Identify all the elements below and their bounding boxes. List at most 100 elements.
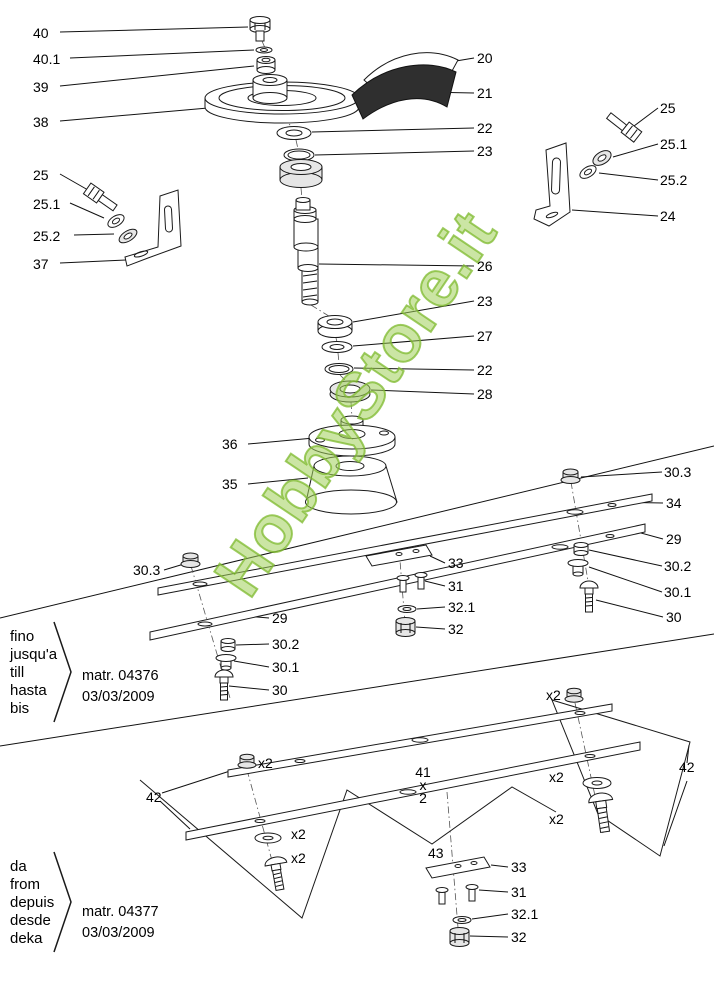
callout-25-right: 25 — [660, 100, 676, 116]
serial-bottom-date: 03/03/2009 — [82, 925, 155, 941]
callout-25-1-right: 25.1 — [660, 136, 688, 152]
callout-30-3-right: 30.3 — [664, 464, 692, 480]
callout-43: 43 — [428, 845, 444, 861]
nut-32-bottom — [449, 927, 470, 947]
blade-bar-41-lower — [185, 741, 641, 841]
housing-35 — [305, 455, 398, 515]
serial-bottom-word-1: da — [10, 858, 27, 875]
serial-top-word-5: bis — [10, 700, 30, 717]
washer-25-2-right — [579, 165, 597, 179]
lower-section-outline — [139, 779, 557, 919]
washer-25-1-left — [107, 214, 125, 228]
hub-39 — [256, 56, 276, 74]
bolt-x2-right — [588, 792, 614, 833]
pulley-38 — [204, 74, 360, 124]
serial-top-matricola: matr. 04376 03/03/2009 — [82, 666, 159, 708]
blade-bar-41-upper — [227, 703, 613, 778]
callout-29-left: 29 — [272, 610, 288, 626]
axis-lines — [190, 40, 604, 941]
serial-bottom-matr-number: matr. 04377 — [82, 904, 159, 920]
washer-25-1-right — [592, 150, 612, 166]
bolts-31-mid — [396, 572, 428, 593]
washer-x2-left — [254, 832, 282, 844]
washer-25-2-left — [118, 228, 138, 244]
callout-33-bottom: 33 — [511, 859, 527, 875]
callout-x2-nut-right: x2 — [546, 687, 561, 703]
callout-30-2-left: 30.2 — [272, 636, 300, 652]
bolt-30-right — [579, 580, 599, 613]
callout-x2-washer-left: x2 — [291, 826, 306, 842]
bolts-31-bottom — [435, 884, 479, 905]
bracket-24 — [533, 142, 571, 227]
callout-30-right: 30 — [666, 609, 682, 625]
callout-22-bottom: 22 — [477, 362, 493, 378]
callout-36: 36 — [222, 436, 238, 452]
bolt-30-left — [214, 669, 234, 701]
callout-30-1-left: 30.1 — [272, 659, 300, 675]
snap-ring-22-bottom — [324, 363, 354, 375]
serial-bottom-word-5: deka — [10, 930, 43, 947]
nut-30-3-left — [180, 552, 201, 568]
callout-x2-bolt-right: x2 — [549, 811, 564, 827]
callout-30-left: 30 — [272, 682, 288, 698]
bushing-30-1-right — [567, 559, 589, 577]
callout-31-bottom: 31 — [511, 884, 527, 900]
callout-34: 34 — [666, 495, 682, 511]
washer-40-1 — [255, 46, 273, 54]
callout-32-bottom: 32 — [511, 929, 527, 945]
callout-37: 37 — [33, 256, 49, 272]
spindle-26 — [293, 197, 319, 306]
washer-32-1-mid — [397, 605, 417, 613]
leader-lines — [59, 26, 690, 938]
bolt-40 — [249, 16, 271, 42]
plate-33-mid — [365, 544, 433, 567]
plate-33-bottom — [425, 856, 491, 879]
callout-40-1: 40.1 — [33, 51, 61, 67]
callout-32-1-bottom: 32.1 — [511, 906, 539, 922]
belt-21 — [351, 64, 457, 120]
callout-40: 40 — [33, 25, 49, 41]
bolt-x2-left — [264, 856, 288, 892]
blade-bar-34 — [157, 493, 653, 596]
callout-33-mid: 33 — [448, 555, 464, 571]
callout-31-mid: 31 — [448, 578, 464, 594]
bolt-25-left — [82, 182, 118, 212]
bushing-30-1-left — [215, 654, 237, 671]
nut-x2-right — [564, 687, 584, 703]
callout-32-1-mid: 32.1 — [448, 599, 476, 615]
callout-42-right: 42 — [679, 759, 695, 775]
section-divider-lines — [0, 445, 714, 747]
callout-30-2-right: 30.2 — [664, 558, 692, 574]
nut-x2-left — [237, 753, 257, 769]
callout-25-left: 25 — [33, 167, 49, 183]
callout-23-bottom: 23 — [477, 293, 493, 309]
bracket-37 — [124, 189, 182, 267]
spacer-30-2-right — [573, 542, 589, 556]
callout-27: 27 — [477, 328, 493, 344]
washer-32-1-bottom — [452, 916, 472, 924]
nut-30-3-right — [560, 468, 581, 484]
flange-housing-36 — [308, 415, 396, 457]
callout-29-right: 29 — [666, 531, 682, 547]
callout-x2-nut-left: x2 — [258, 755, 273, 771]
panel-42-right — [551, 699, 691, 857]
callout-28: 28 — [477, 386, 493, 402]
callout-35: 35 — [222, 476, 238, 492]
callout-42-left: 42 — [146, 789, 162, 805]
callout-x2-washer-right: x2 — [549, 769, 564, 785]
serial-bracket-bottom — [53, 851, 72, 953]
callout-20: 20 — [477, 50, 493, 66]
washer-27 — [321, 341, 353, 353]
callout-39: 39 — [33, 79, 49, 95]
bearing-upper — [279, 159, 323, 188]
nut-32-mid — [395, 617, 416, 637]
serial-top-word-3: till — [10, 664, 25, 681]
blade-bar-29 — [149, 523, 646, 641]
callout-25-2-left: 25.2 — [33, 228, 61, 244]
ring-23-bottom — [317, 315, 353, 338]
bearing-28 — [329, 380, 371, 403]
callout-21: 21 — [477, 85, 493, 101]
serial-top-date: 03/03/2009 — [82, 689, 155, 705]
